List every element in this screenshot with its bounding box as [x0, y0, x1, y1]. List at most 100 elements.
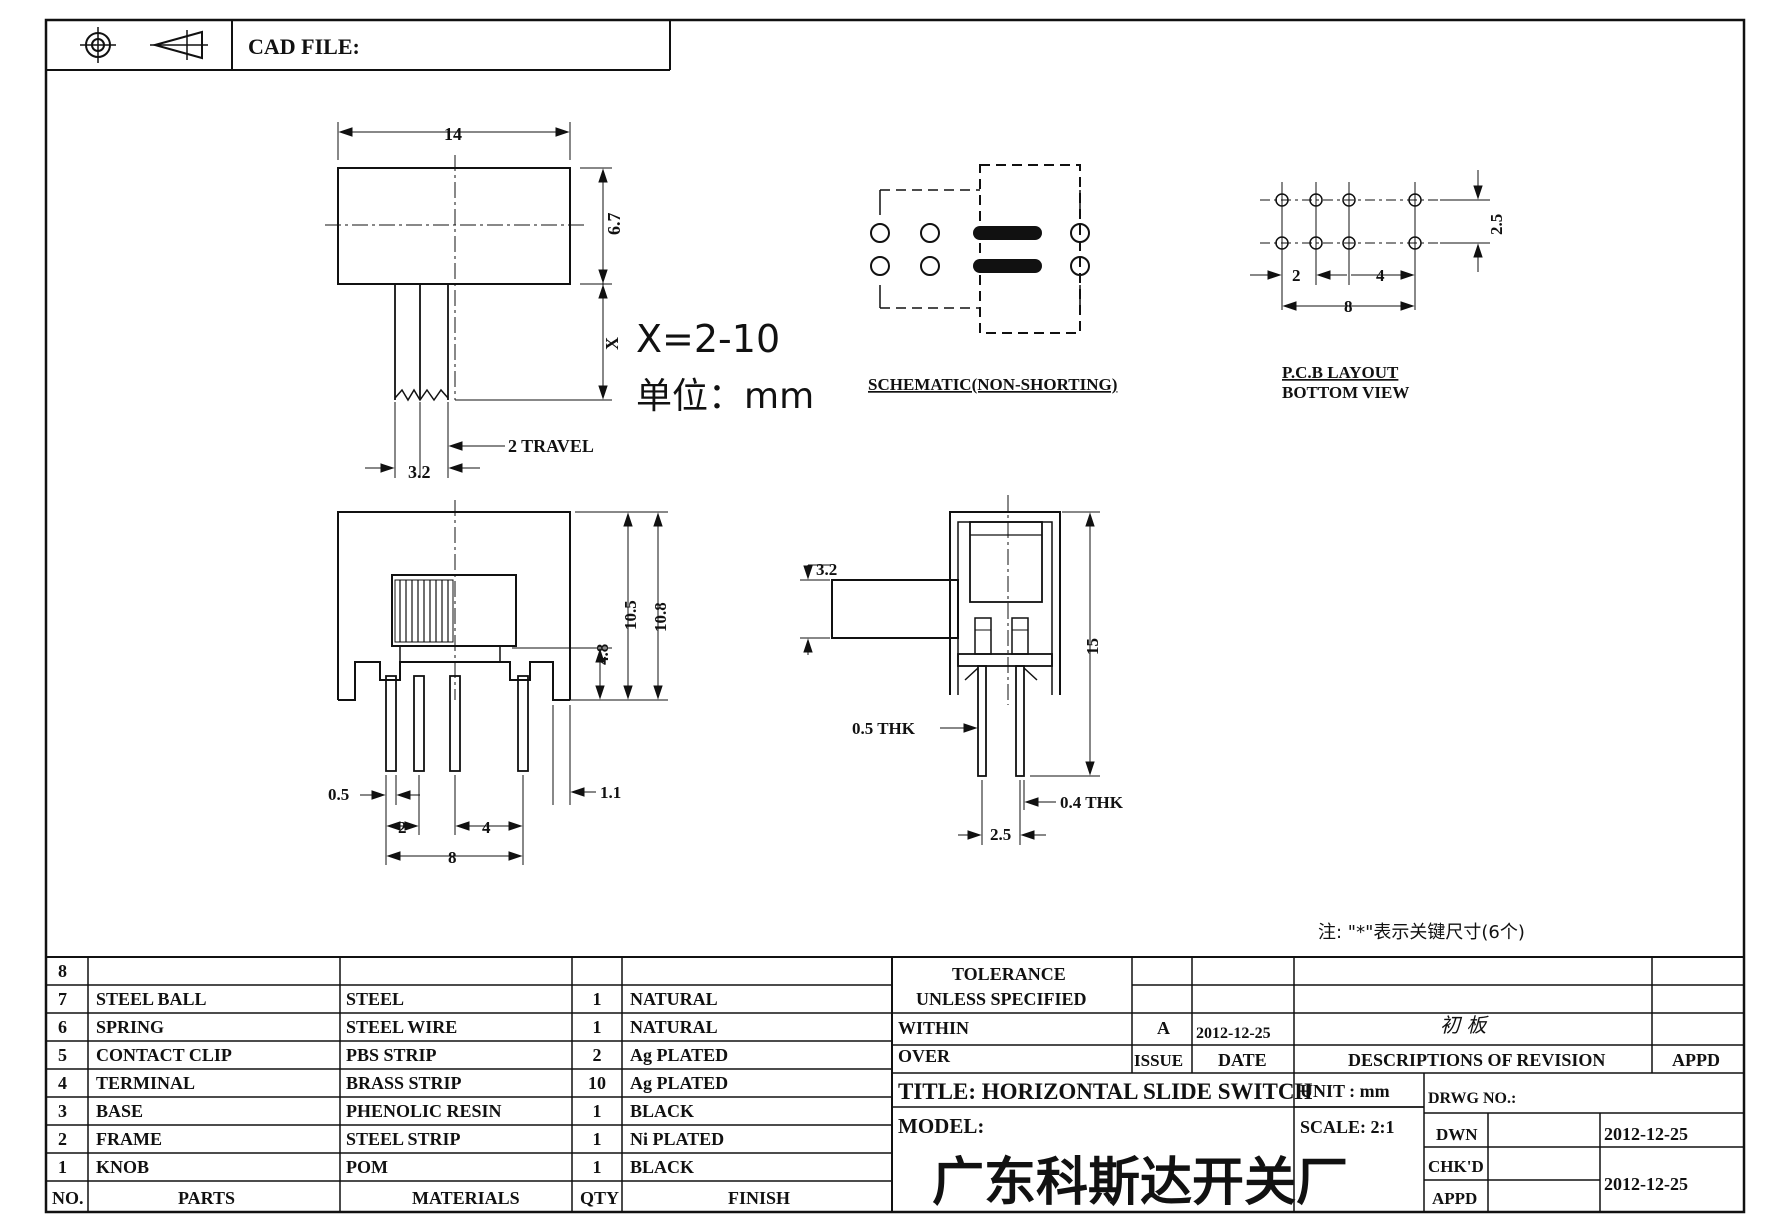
pcb-layout	[1250, 170, 1490, 311]
bom-no: 7	[58, 989, 67, 1009]
dim-4: 4	[482, 818, 491, 837]
model-label: MODEL:	[898, 1114, 984, 1138]
bom-header-no: NO.	[52, 1188, 84, 1208]
bom-header-finish: FINISH	[728, 1188, 790, 1208]
appd-header: APPD	[1672, 1050, 1720, 1070]
bom-no: 5	[58, 1045, 67, 1065]
bom-no: 3	[58, 1101, 67, 1121]
unit-label: UNIT : mm	[1300, 1081, 1390, 1101]
bom-material: PBS STRIP	[346, 1045, 437, 1065]
third-angle-projection-icon	[150, 30, 208, 60]
schematic-label: SCHEMATIC(NON-SHORTING)	[868, 375, 1117, 394]
dim-105: 10.5	[621, 600, 640, 630]
front-view	[337, 500, 668, 865]
chkd-label: CHK'D	[1428, 1157, 1484, 1176]
bom-part: STEEL BALL	[96, 989, 207, 1009]
over-label: OVER	[898, 1046, 951, 1066]
revision-desc: 初 板	[1440, 1013, 1489, 1037]
bom-part: KNOB	[96, 1157, 149, 1177]
sheet-border	[44, 18, 1746, 1214]
pcb-label-1: P.C.B LAYOUT	[1282, 363, 1399, 382]
bom-qty: 1	[593, 1157, 602, 1177]
bom-part: SPRING	[96, 1017, 164, 1037]
pcb-dim-2: 2	[1292, 266, 1301, 285]
note-text: 注: "*"表示关键尺寸(6个)	[1318, 922, 1525, 943]
dim-05: 0.5	[328, 785, 349, 804]
bom-part: FRAME	[96, 1129, 162, 1149]
bom-part: BASE	[96, 1101, 143, 1121]
issue-label: ISSUE	[1134, 1051, 1183, 1070]
drwg-no-label: DRWG NO.:	[1428, 1090, 1516, 1107]
side-dim-15: 15	[1083, 638, 1102, 655]
bom-header-qty: QTY	[580, 1188, 619, 1208]
company-name: 广东科斯达开关厂	[932, 1153, 1348, 1213]
dim-x: X	[602, 337, 622, 350]
dim-11: 1.1	[600, 783, 621, 802]
side-dim-32: 3.2	[816, 560, 837, 579]
title-block	[892, 957, 1744, 1212]
side-25: 2.5	[990, 825, 1011, 844]
bom-finish: NATURAL	[630, 989, 718, 1009]
side-04-thk: 0.4 THK	[1060, 793, 1124, 812]
unit-text: 单位：mm	[636, 376, 814, 417]
bom-material: STEEL STRIP	[346, 1129, 461, 1149]
dim-48: 4.8	[593, 644, 612, 665]
travel-text: 2 TRAVEL	[508, 436, 594, 456]
top-view-labels: 14 6.7 X X=2-10 单位：mm 3.2 2 TRAVEL	[408, 124, 814, 482]
side-05-thk: 0.5 THK	[852, 719, 916, 738]
bom-table	[46, 956, 1744, 1212]
issue-value: A	[1157, 1018, 1170, 1038]
dim-actuator-32: 3.2	[408, 462, 431, 482]
x-range-text: X=2-10	[636, 317, 780, 361]
title-block-text: TOLERANCE UNLESS SPECIFIED WITHIN OVER A…	[898, 964, 1720, 1213]
bom-finish: Ag PLATED	[630, 1045, 728, 1065]
pcb-dim-25: 2.5	[1487, 214, 1506, 235]
dim-108: 10.8	[651, 602, 670, 632]
bom-qty: 1	[593, 1017, 602, 1037]
header-box: CAD FILE:	[46, 20, 671, 71]
dwn-label: DWN	[1436, 1125, 1478, 1144]
dim-height-67: 6.7	[604, 213, 624, 236]
bom-no: 6	[58, 1017, 67, 1037]
bom-header-parts: PARTS	[178, 1188, 235, 1208]
tolerance-label: TOLERANCE	[952, 964, 1066, 984]
within-label: WITHIN	[898, 1018, 969, 1038]
chk-date: 2012-12-25	[1604, 1174, 1688, 1194]
unless-specified-label: UNLESS SPECIFIED	[916, 989, 1087, 1009]
bom-material: STEEL	[346, 989, 404, 1009]
desc-label: DESCRIPTIONS OF REVISION	[1348, 1050, 1605, 1070]
front-view-labels: 10.5 10.8 4.8 0.5 2 4 8 1.1	[328, 600, 670, 867]
bom-material: POM	[346, 1157, 388, 1177]
bom-no: 4	[58, 1073, 67, 1093]
pcb-labels: 2.5 2 4 8 P.C.B LAYOUT BOTTOM VIEW	[1282, 214, 1506, 402]
pcb-dim-4: 4	[1376, 266, 1385, 285]
bom-qty: 1	[593, 989, 602, 1009]
crosshair-circle-icon	[80, 27, 116, 63]
pcb-label-2: BOTTOM VIEW	[1282, 383, 1409, 402]
date-label: DATE	[1218, 1050, 1267, 1070]
bom-header-materials: MATERIALS	[412, 1188, 520, 1208]
appd-label: APPD	[1432, 1189, 1477, 1208]
bom-finish: Ag PLATED	[630, 1073, 728, 1093]
bom-qty: 1	[593, 1129, 602, 1149]
bom-part: TERMINAL	[96, 1073, 195, 1093]
schematic	[870, 164, 1090, 334]
bom-material: STEEL WIRE	[346, 1017, 457, 1037]
bom-material: PHENOLIC RESIN	[346, 1101, 502, 1121]
bom-finish: BLACK	[630, 1101, 694, 1121]
bom-finish: NATURAL	[630, 1017, 718, 1037]
side-view	[800, 495, 1100, 845]
dwn-date: 2012-12-25	[1604, 1124, 1688, 1144]
bom-finish: BLACK	[630, 1157, 694, 1177]
bom-qty: 2	[593, 1045, 602, 1065]
bom-part: CONTACT CLIP	[96, 1045, 232, 1065]
pcb-dim-8: 8	[1344, 297, 1353, 316]
bom-finish: Ni PLATED	[630, 1129, 724, 1149]
side-view-labels: 3.2 15 0.5 THK 0.4 THK 2.5	[816, 560, 1124, 844]
scale-label: SCALE: 2:1	[1300, 1117, 1395, 1137]
dim-width-14: 14	[444, 124, 462, 144]
bom-no: 1	[58, 1157, 67, 1177]
